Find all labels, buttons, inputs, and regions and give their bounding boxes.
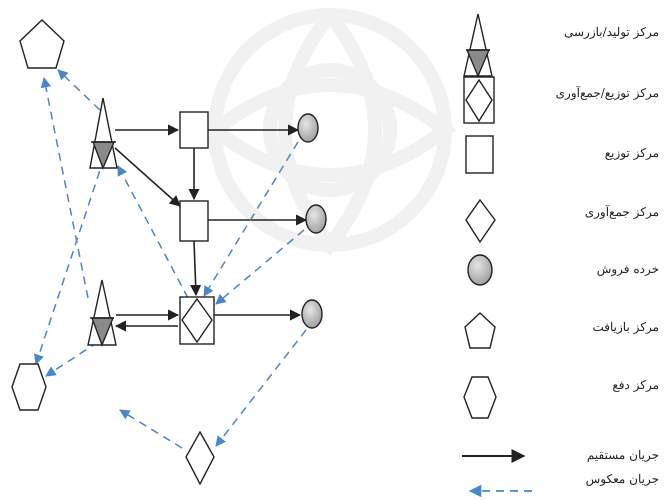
retailer-node-3 [301, 299, 323, 329]
legend-recovery-icon [464, 312, 496, 349]
reverse-flows [33, 69, 307, 449]
collection-center-node [185, 430, 215, 486]
legend-label-forward-flow: جریان مستقیم [586, 448, 659, 462]
flow-plant1-to-dc2 [114, 147, 181, 207]
retailer-node-1 [297, 113, 319, 143]
forward-flows [114, 124, 308, 332]
legend-distribution-collection-icon [463, 76, 495, 124]
legend-label-reverse-flow: جریان معکوس [585, 472, 659, 486]
watermark-ornament [208, 8, 457, 257]
legend-production-icon [463, 13, 493, 78]
legend-label-production: مرکز تولید/بازرسی [564, 25, 659, 39]
distribution-center-node-2 [179, 200, 209, 242]
legend-label-distribution-collection: مرکز توزیع/جمع‌آوری [555, 86, 659, 100]
rflow-retailer3-to-collection [215, 329, 307, 447]
legend-label-retailer: خرده فروش [596, 262, 659, 276]
distribution-collection-node [179, 296, 215, 345]
legend-label-collection: مرکز جمع‌آوری [584, 205, 659, 219]
rflow-retailer2-to-dchub [215, 229, 305, 305]
legend-collection-icon [465, 198, 496, 244]
rflow-retailer1-to-dchub [203, 141, 299, 297]
flow-dc2-to-dchub [190, 240, 202, 297]
production-center-node-2 [87, 279, 117, 347]
rflow-dchub-to-plant1 [117, 165, 189, 299]
rflow-plant2-to-recovery [40, 76, 89, 299]
network-nodes [11, 19, 327, 486]
rflow-plant2-to-disposal [45, 341, 99, 377]
legend-label-recovery: مرکز بازیافت [592, 320, 659, 334]
legend-distribution-icon [465, 135, 494, 174]
rflow-collection-to-plant2 [119, 409, 183, 449]
legend-retailer-icon [467, 254, 493, 286]
legend-label-disposal: مرکز دفع [612, 378, 659, 392]
retailer-node-2 [305, 204, 327, 234]
distribution-center-node-1 [179, 111, 209, 149]
rflow-plant1-to-recovery [57, 69, 101, 111]
disposal-center-node [11, 363, 47, 411]
legend-label-distribution: مرکز توزیع [604, 146, 659, 160]
legend-disposal-icon [463, 376, 497, 419]
legend-symbols [462, 13, 532, 498]
production-center-node-1 [89, 97, 118, 170]
recovery-center-node [19, 19, 65, 69]
